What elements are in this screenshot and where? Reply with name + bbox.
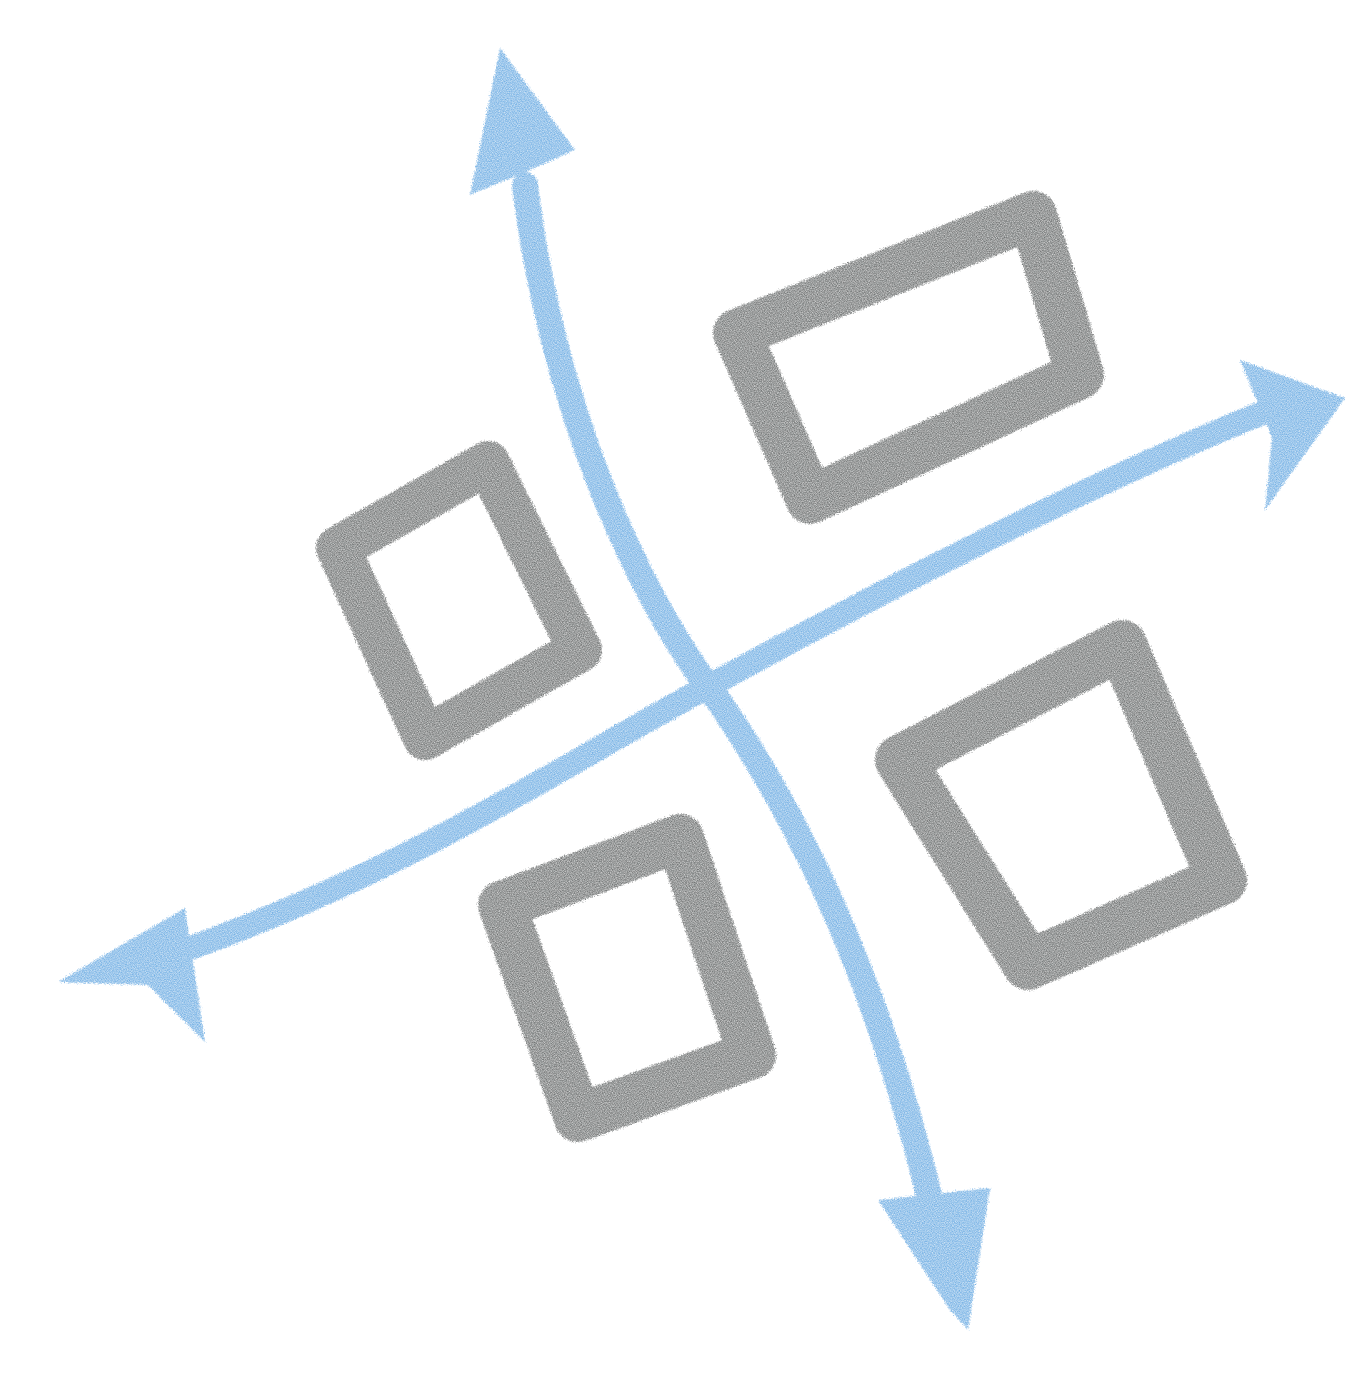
box-top-left bbox=[338, 463, 580, 738]
arrowhead-right bbox=[1240, 360, 1345, 510]
arrowhead-down bbox=[878, 1188, 990, 1330]
arrowhead-left bbox=[58, 908, 205, 1042]
quadrant-boxes bbox=[338, 215, 1222, 1118]
box-bottom-right bbox=[900, 645, 1222, 965]
arrowhead-up bbox=[470, 48, 575, 195]
box-top-right bbox=[737, 215, 1080, 500]
box-bottom-left bbox=[502, 838, 752, 1118]
